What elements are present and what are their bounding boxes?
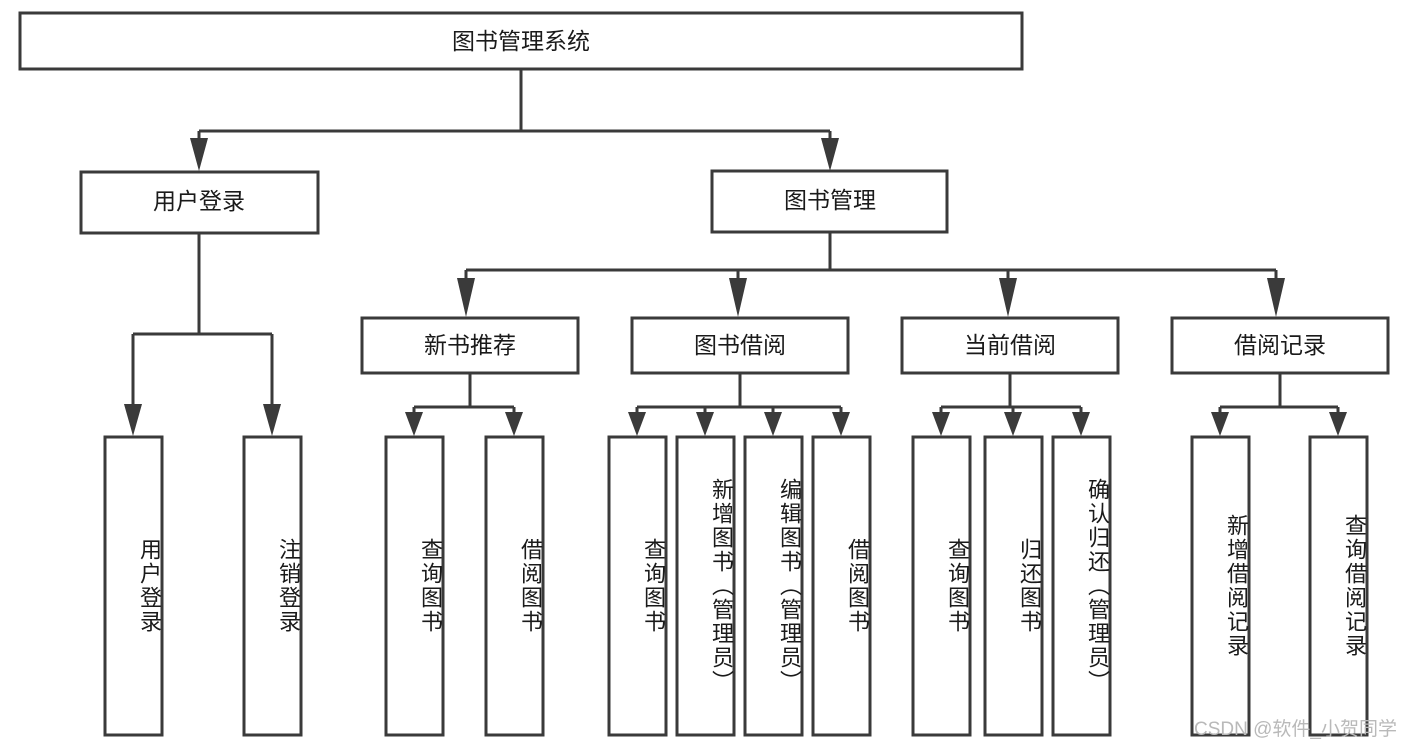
edge-group-current-borrow xyxy=(932,373,1090,436)
node-current-borrow[interactable]: 当前借阅 xyxy=(900,316,1120,375)
node-book-borrow[interactable]: 图书借阅 xyxy=(630,316,850,375)
edge-group-user-login xyxy=(124,233,281,436)
node-book-borrow-box[interactable] xyxy=(630,316,850,375)
node-new-book-recommend[interactable]: 新书推荐 xyxy=(360,316,580,375)
node-book-manage[interactable]: 图书管理 xyxy=(710,169,949,234)
node-borrow-record-box[interactable] xyxy=(1170,316,1390,375)
arrow-borrow-record-to-query-record xyxy=(1329,412,1347,436)
leaf-logout-box[interactable] xyxy=(242,435,303,737)
csdn-watermark: CSDN @软件_小贺同学 xyxy=(1194,719,1397,740)
node-root-label: 图书管理系统 xyxy=(452,28,590,54)
arrow-root-to-user-login xyxy=(190,138,208,171)
arrow-book-manage-to-current-borrow xyxy=(999,278,1017,317)
leaf-query-borrow-record-box[interactable] xyxy=(1308,435,1369,737)
leaf-add-borrow-record-box[interactable] xyxy=(1190,435,1251,737)
node-root-box[interactable] xyxy=(18,11,1024,71)
edge-group-book-borrow xyxy=(628,373,850,436)
node-borrow-record[interactable]: 借阅记录 xyxy=(1170,316,1390,375)
leaf-borrow-book-bor-box[interactable] xyxy=(811,435,872,737)
arrow-current-borrow-to-confirm-return xyxy=(1072,412,1090,436)
arrow-book-borrow-to-add-book xyxy=(696,412,714,436)
leaf-user-login-box[interactable] xyxy=(103,435,164,737)
node-borrow-record-label: 借阅记录 xyxy=(1234,332,1326,358)
arrow-book-manage-to-book-borrow xyxy=(729,278,747,317)
node-user-login-label: 用户登录 xyxy=(153,188,245,214)
arrow-new-book-recommend-to-borrow-book xyxy=(505,412,523,436)
arrow-user-login-to-leaf-user-login xyxy=(124,404,142,436)
leaf-query-book-rec-box[interactable] xyxy=(384,435,445,737)
node-book-borrow-label: 图书借阅 xyxy=(694,332,786,358)
arrow-book-manage-to-borrow-record xyxy=(1267,278,1285,317)
edge-group-new-book-recommend xyxy=(405,373,523,436)
edge-group-borrow-record xyxy=(1211,373,1347,436)
arrow-book-borrow-to-query-book xyxy=(628,412,646,436)
edge-group-root xyxy=(190,69,839,171)
leaf-borrow-book-rec-box[interactable] xyxy=(484,435,545,737)
leaf-add-book-admin-box[interactable] xyxy=(675,435,736,737)
node-new-book-recommend-label: 新书推荐 xyxy=(424,332,516,358)
node-user-login[interactable]: 用户登录 xyxy=(79,170,320,235)
leaf-box-group xyxy=(103,435,1369,737)
arrow-book-borrow-to-borrow-book xyxy=(832,412,850,436)
arrow-root-to-book-manage xyxy=(821,138,839,171)
node-user-login-box[interactable] xyxy=(79,170,320,235)
leaf-return-book-box[interactable] xyxy=(983,435,1044,737)
node-book-manage-box[interactable] xyxy=(710,169,949,234)
node-new-book-recommend-box[interactable] xyxy=(360,316,580,375)
arrow-user-login-to-leaf-logout xyxy=(263,404,281,436)
leaf-query-book-bor-box[interactable] xyxy=(607,435,668,737)
arrow-current-borrow-to-return-book xyxy=(1004,412,1022,436)
arrow-book-borrow-to-edit-book xyxy=(764,412,782,436)
arrow-new-book-recommend-to-query-book xyxy=(405,412,423,436)
leaf-edit-book-admin-box[interactable] xyxy=(743,435,804,737)
edge-group-book-manage xyxy=(457,233,1285,317)
node-root[interactable]: 图书管理系统 xyxy=(18,11,1024,71)
node-current-borrow-label: 当前借阅 xyxy=(964,332,1056,358)
leaf-confirm-return-box[interactable] xyxy=(1051,435,1112,737)
node-book-manage-label: 图书管理 xyxy=(784,187,876,213)
arrow-book-manage-to-new-book-recommend xyxy=(457,278,475,317)
arrow-current-borrow-to-query-book xyxy=(932,412,950,436)
leaf-query-book-cur-box[interactable] xyxy=(911,435,972,737)
node-current-borrow-box[interactable] xyxy=(900,316,1120,375)
arrow-borrow-record-to-add-record xyxy=(1211,412,1229,436)
